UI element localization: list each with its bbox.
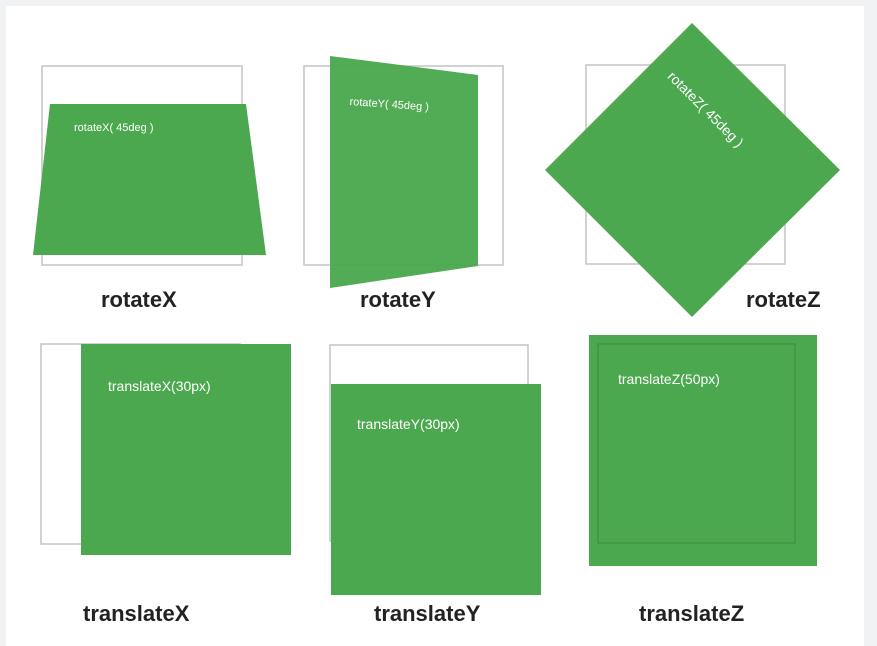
translatez-inner-label: translateZ(50px): [618, 371, 720, 387]
rotatex-shape: [33, 104, 266, 255]
rotatez-caption: rotateZ: [746, 287, 821, 312]
rotatex-caption: rotateX: [101, 287, 177, 312]
rotatez-shape: [545, 23, 840, 317]
rotatey-shape: [330, 56, 478, 288]
translatex-inner-label: translateX(30px): [108, 378, 211, 394]
translatez-shape: [589, 335, 817, 566]
rotatey-caption: rotateY: [360, 287, 436, 312]
translatey-shape: [331, 384, 541, 595]
rotatex-inner-label: rotateX( 45deg ): [74, 122, 154, 134]
translatez-caption: translateZ: [639, 601, 745, 626]
translatex-caption: translateX: [83, 601, 190, 626]
translatez-original-outline: [597, 343, 796, 544]
translatey-caption: translateY: [374, 601, 481, 626]
translatex-shape: [81, 344, 291, 555]
translatey-inner-label: translateY(30px): [357, 416, 460, 432]
